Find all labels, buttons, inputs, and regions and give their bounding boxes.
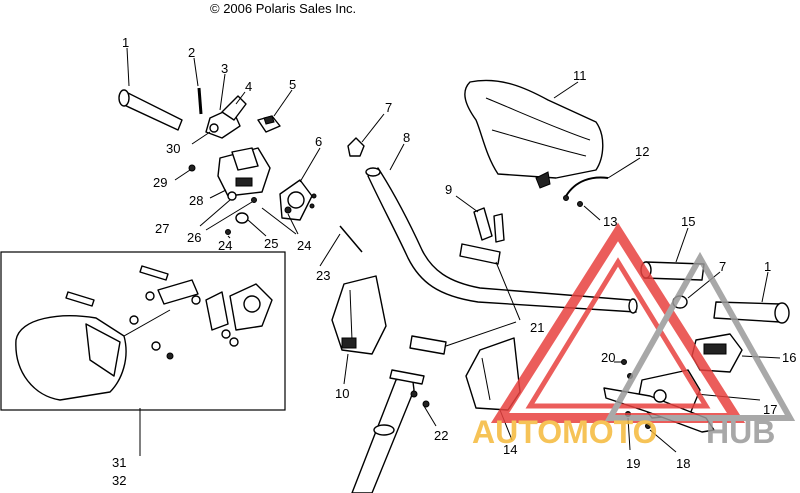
clamp-3-4 <box>191 73 247 145</box>
copyright-text: © 2006 Polaris Sales Inc. <box>210 1 356 16</box>
callout-24-right: 24 <box>297 238 311 253</box>
callout-30: 30 <box>166 141 180 156</box>
callout-16: 16 <box>782 350 796 365</box>
bolts-9 <box>455 195 505 243</box>
callout-21: 21 <box>530 320 544 335</box>
callout-7-right: 7 <box>719 259 726 274</box>
screw-2 <box>193 57 203 115</box>
callout-24-left: 24 <box>218 238 232 253</box>
clamps-21 <box>409 243 521 355</box>
end-plug-7a <box>347 113 385 157</box>
callout-5: 5 <box>289 77 296 92</box>
callout-19: 19 <box>626 456 640 471</box>
housing-6 <box>279 147 321 221</box>
callout-6: 6 <box>315 134 322 149</box>
callout-25: 25 <box>264 236 278 251</box>
handlebar-8 <box>365 143 638 314</box>
switch-housing-28 <box>209 147 271 199</box>
handlebar-pad-11 <box>464 79 604 189</box>
callout-13: 13 <box>603 214 617 229</box>
watermark-text-secondary: HUB <box>706 414 775 450</box>
watermark-text-primary: AUTOMOTO <box>472 414 657 450</box>
callout-31: 31 <box>112 455 126 470</box>
callout-17: 17 <box>763 402 777 417</box>
handguard-kit-box <box>0 251 286 456</box>
callout-10: 10 <box>335 386 349 401</box>
callout-2: 2 <box>188 45 195 60</box>
callout-8: 8 <box>403 130 410 145</box>
steering-post-22 <box>351 369 437 493</box>
callout-3: 3 <box>221 61 228 76</box>
screw-13 <box>577 201 601 221</box>
callout-27: 27 <box>155 221 169 236</box>
switch-5 <box>257 89 293 133</box>
callout-1-right: 1 <box>764 259 771 274</box>
cable-23 <box>319 225 363 267</box>
watermark-logo: AUTOMOTO HUB <box>472 222 796 450</box>
callout-7-center: 7 <box>385 100 392 115</box>
callout-20: 20 <box>601 350 615 365</box>
strap-12 <box>563 157 641 201</box>
callout-26: 26 <box>187 230 201 245</box>
callout-9: 9 <box>445 182 452 197</box>
grip-left <box>118 47 183 131</box>
callout-29: 29 <box>153 175 167 190</box>
callout-4: 4 <box>245 79 252 94</box>
callout-1-left: 1 <box>122 35 129 50</box>
callout-18: 18 <box>676 456 690 471</box>
callout-28: 28 <box>189 193 203 208</box>
callout-14: 14 <box>503 442 517 457</box>
callout-11: 11 <box>573 68 587 83</box>
callout-12: 12 <box>635 144 649 159</box>
callout-22: 22 <box>434 428 448 443</box>
small-parts-24-27 <box>199 191 299 239</box>
callout-23: 23 <box>316 268 330 283</box>
screw-29 <box>174 164 196 181</box>
cover-10 <box>331 275 387 385</box>
callout-32: 32 <box>112 473 126 488</box>
callout-15: 15 <box>681 214 695 229</box>
